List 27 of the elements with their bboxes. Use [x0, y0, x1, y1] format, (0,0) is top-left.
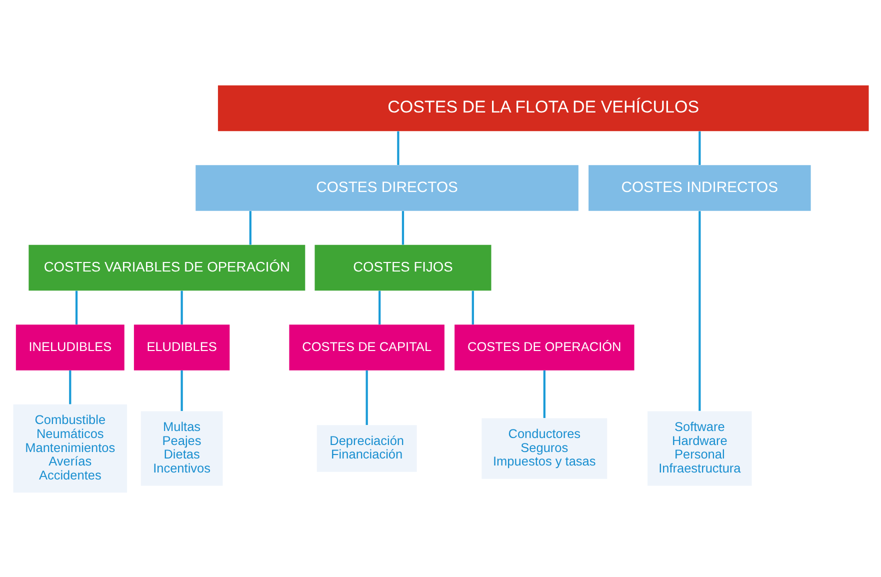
connector: [74, 290, 78, 324]
connector: [180, 370, 182, 411]
connector: [378, 290, 380, 324]
node-box: COSTES DIRECTOS: [195, 164, 578, 210]
node-box: Multas Peajes Dietas Incentivos: [140, 410, 222, 486]
node-box: COSTES DE LA FLOTA DE VEHÍCULOS: [217, 84, 868, 131]
connector: [396, 130, 399, 164]
node-box: COSTES VARIABLES DE OPERACIÓN: [28, 244, 305, 290]
connector: [542, 370, 545, 418]
connector: [180, 290, 182, 324]
node-box: INELUDIBLES: [15, 324, 124, 370]
node-box: COSTES DE CAPITAL: [288, 324, 444, 370]
connector: [698, 210, 700, 410]
connector: [248, 210, 251, 244]
node-box: COSTES INDIRECTOS: [588, 164, 810, 210]
node-box: Conductores Seguros Impuestos y tasas: [481, 418, 607, 478]
node-box: Software Hardware Personal Infraestructura: [647, 410, 752, 486]
connector: [471, 290, 474, 324]
node-box: COSTES DE OPERACIÓN: [454, 324, 634, 370]
node-box: Depreciación Financiación: [316, 424, 416, 472]
node-box: Combustible Neumáticos Mantenimientos Averías Accidentes: [12, 404, 127, 492]
node-box: COSTES FIJOS: [314, 244, 491, 290]
connector: [68, 370, 71, 404]
connector: [365, 370, 368, 424]
connector: [401, 210, 404, 244]
connector: [698, 130, 700, 164]
node-box: ELUDIBLES: [133, 324, 230, 370]
